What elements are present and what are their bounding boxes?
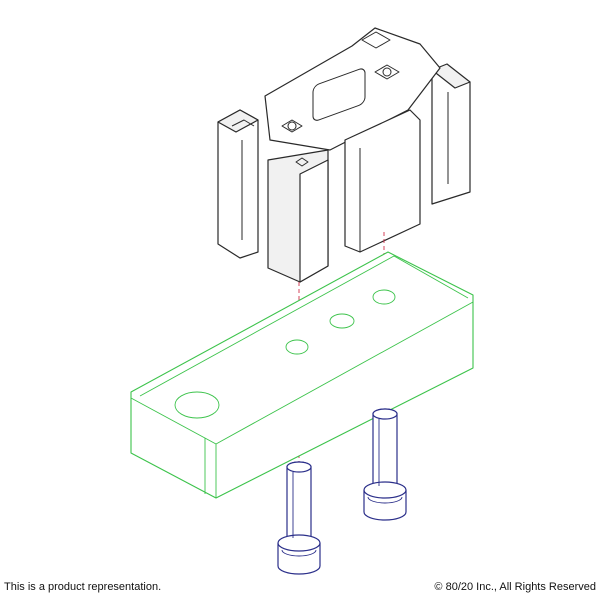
extrusion-top-slot-front <box>295 157 309 167</box>
bolt-front-tip <box>286 461 312 473</box>
plate-outline <box>130 251 474 499</box>
plate-hole-front <box>285 339 309 355</box>
bolt-back-tip <box>372 408 398 420</box>
extrusion-left-rib-top <box>217 109 259 133</box>
extrusion-left-rib <box>217 109 259 259</box>
bolt-back-head-chamfer <box>367 496 403 504</box>
extrusion-top-slot-back <box>361 31 391 49</box>
socket-head-bolt-front <box>277 461 321 575</box>
bolt-back-head-top <box>363 481 407 499</box>
extrusion-front-column-face <box>299 159 329 283</box>
t-slot-extrusion <box>217 27 471 283</box>
bolt-front-head-chamfer <box>281 549 317 557</box>
plate-counterbore-large <box>174 391 220 419</box>
bolt-back-shank <box>372 408 398 494</box>
mounting-plate <box>130 251 474 499</box>
extrusion-center-bore-back <box>374 64 400 80</box>
bolt-front-shank <box>286 461 312 546</box>
bolt-front-head <box>277 542 321 575</box>
bolt-front-head-top <box>277 534 321 552</box>
socket-head-bolt-back <box>363 408 407 521</box>
extrusion-top-face <box>264 27 441 151</box>
extrusion-right-column <box>344 109 421 253</box>
plate-inner-top-edge <box>139 255 469 397</box>
extrusion-center-hole-front <box>287 121 297 131</box>
plate-hole-middle <box>329 313 355 329</box>
extrusion-center-hole-back <box>382 67 392 77</box>
extrusion-back-rib-top <box>431 63 471 89</box>
copyright-text: © 80/20 Inc., All Rights Reserved <box>434 581 596 593</box>
disclaimer-text: This is a product representation. <box>4 581 162 593</box>
plate-hole-back <box>372 289 396 305</box>
extrusion-top-slot-left <box>231 119 255 127</box>
extrusion-back-rib <box>431 69 471 205</box>
extrusion-core-cavity <box>312 68 366 121</box>
extrusion-center-bore-front <box>281 119 303 133</box>
